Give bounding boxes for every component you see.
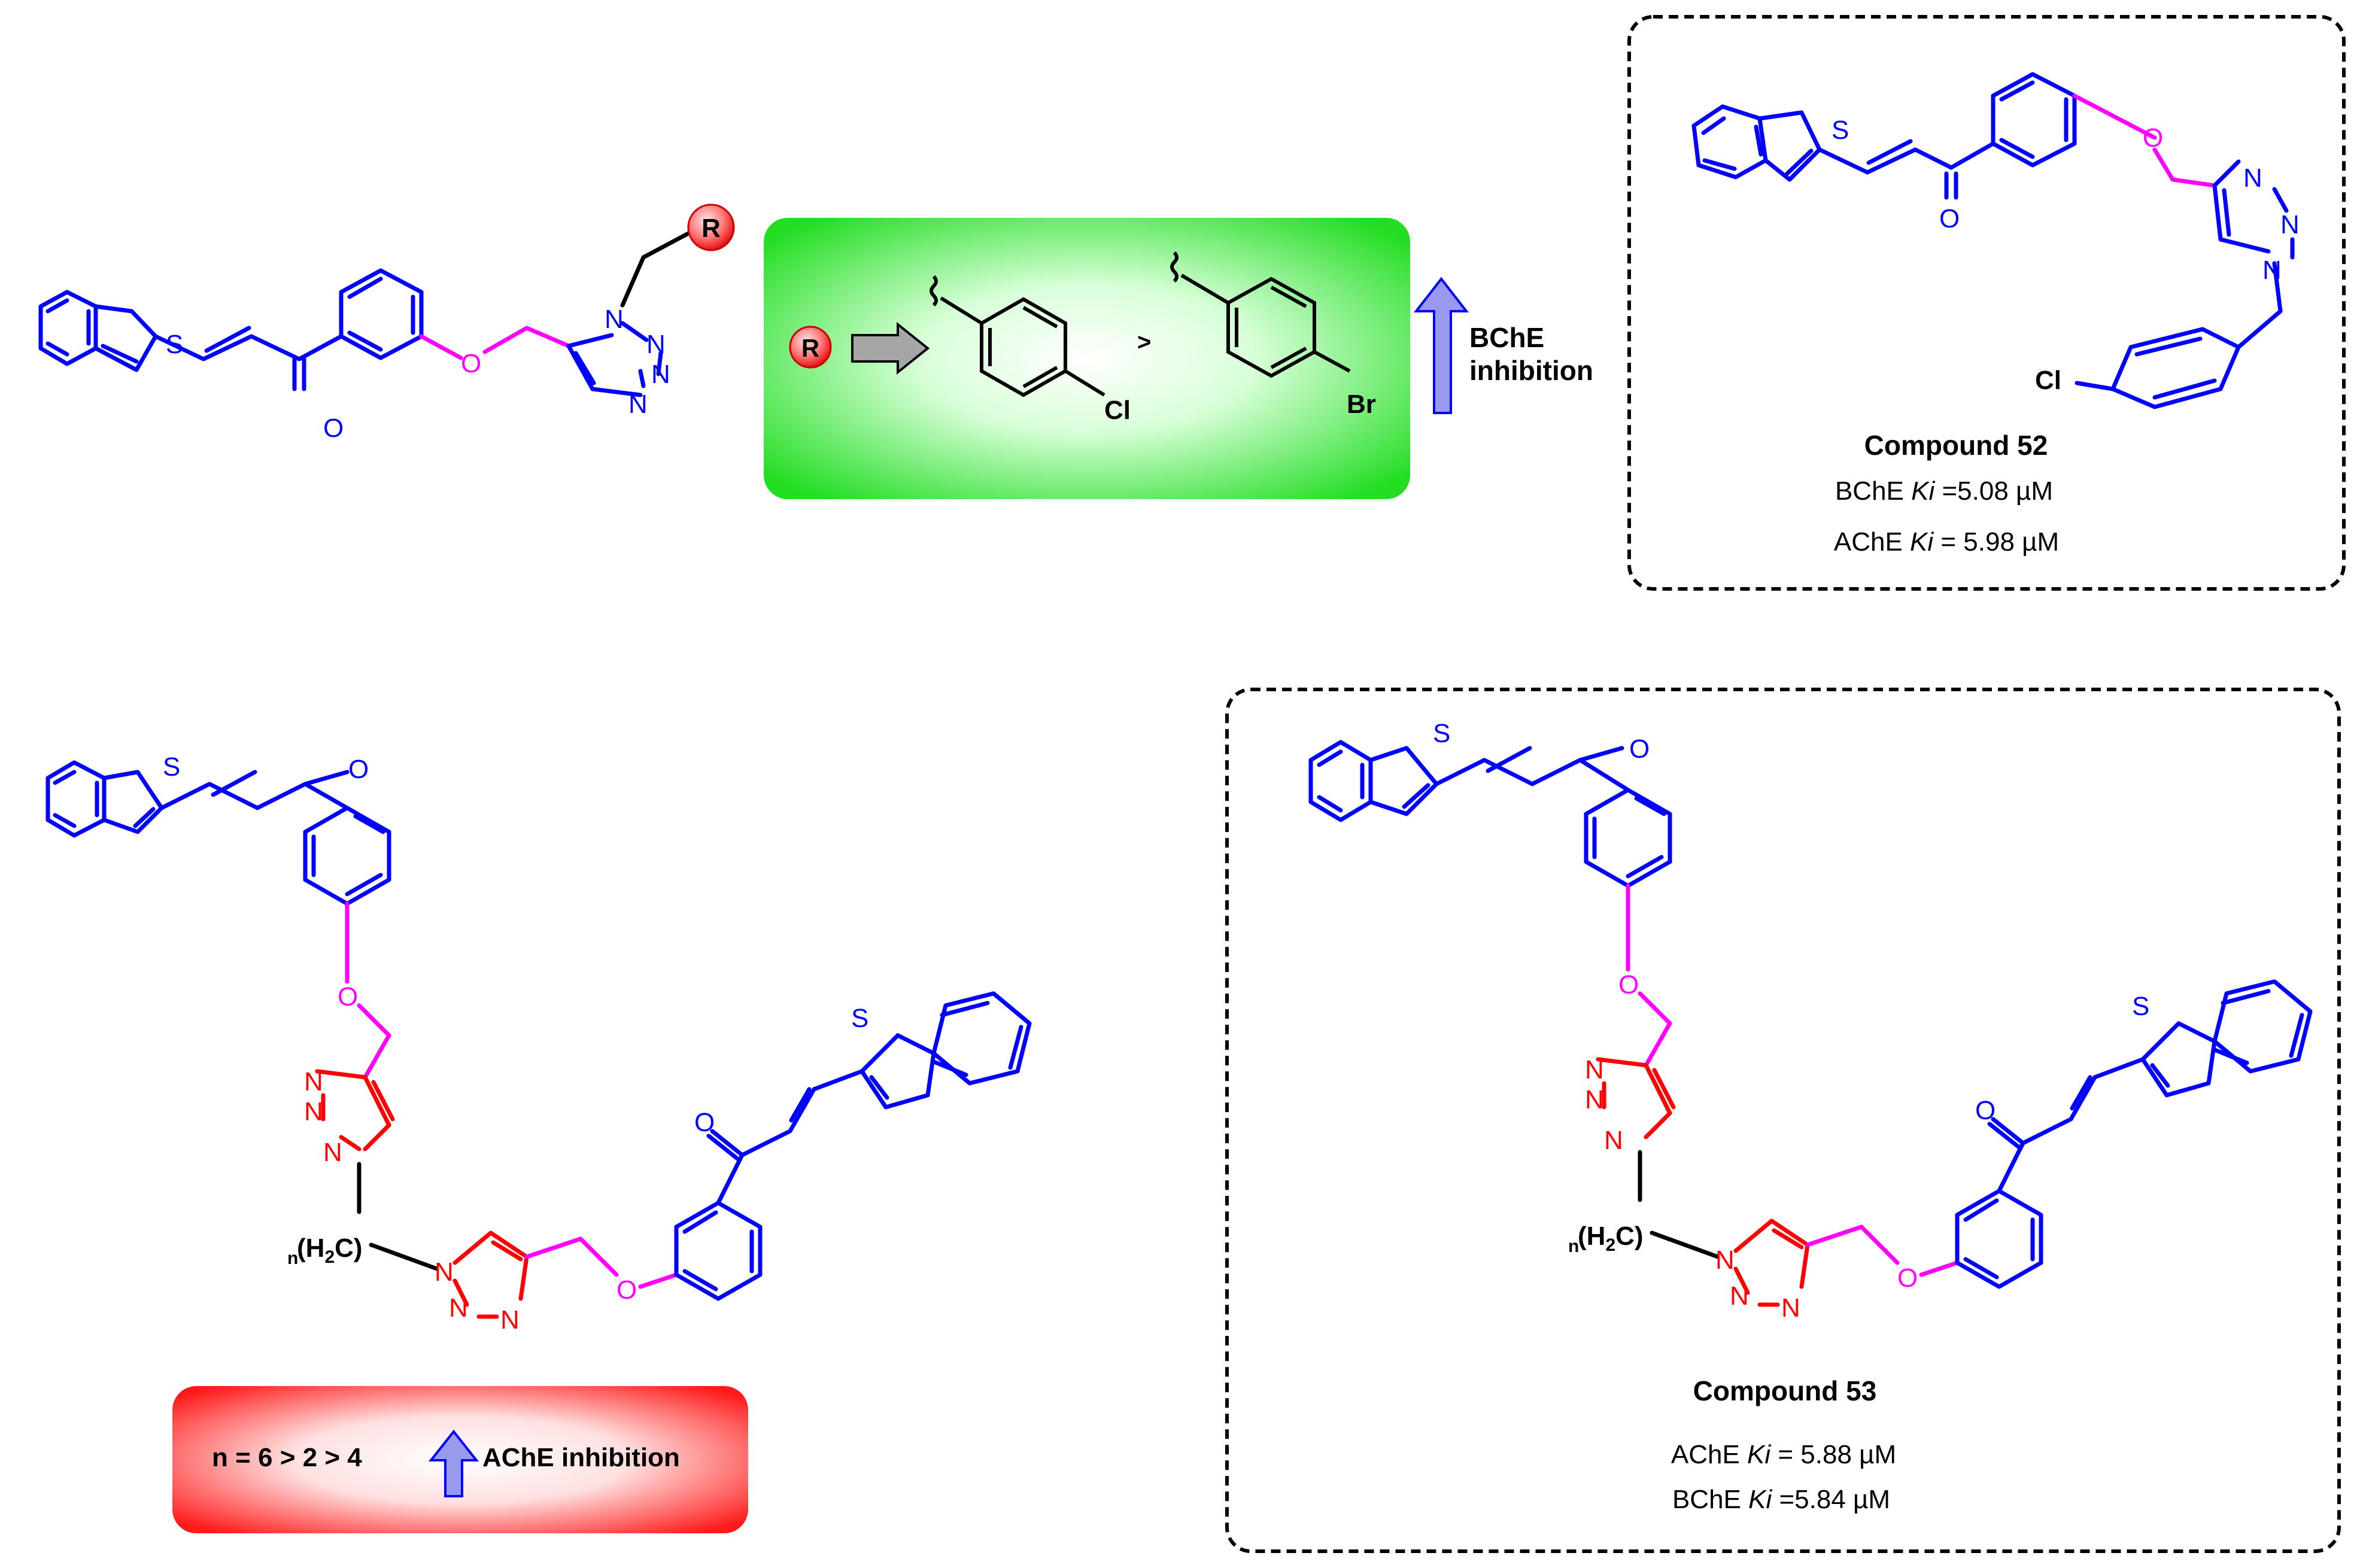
structure-top-left — [38, 231, 691, 397]
atom-n: N — [1585, 1085, 1604, 1114]
n-order-label: n = 6 > 2 > 4 — [212, 1443, 362, 1472]
sar-box-red: n = 6 > 2 > 4 AChE inhibition — [172, 1386, 748, 1533]
atom-n: N — [2262, 256, 2282, 285]
atom-o: O — [461, 349, 481, 378]
atom-n: N — [304, 1097, 323, 1126]
atom-labels-bottom-left: S O O N N N N N N O O S n (H2C) — [163, 752, 868, 1335]
atom-labels-compound-52: S O O N N N — [1832, 116, 2300, 285]
r-group-ball: R — [687, 203, 735, 251]
atom-o: O — [1618, 970, 1639, 999]
chlorophenyl — [930, 275, 1105, 397]
arrow-right-icon — [851, 321, 930, 375]
compound-53-title: Compound 53 — [1693, 1375, 1877, 1406]
atom-s: S — [1433, 719, 1450, 748]
atom-labels-compound-53: S O O N N N N N N O O S n (H2C) — [1433, 719, 2149, 1323]
arrow-up-icon — [428, 1429, 479, 1497]
compound-53-ache: AChE Ki = 5.88 µM — [1671, 1440, 1896, 1469]
atom-s: S — [166, 330, 183, 359]
compound-52-box: S O O N N N Cl Compound 52 BChE Ki =5.08… — [1627, 15, 2346, 591]
atom-o: O — [1939, 204, 1960, 233]
atom-n: N — [323, 1138, 342, 1167]
compound-52-bche: BChE Ki =5.08 µM — [1835, 476, 2053, 506]
atom-n: N — [1715, 1245, 1735, 1275]
atom-s: S — [851, 1004, 868, 1033]
greater-than: > — [1137, 329, 1151, 355]
atom-n: N — [500, 1305, 520, 1335]
r-label: R — [801, 334, 819, 362]
atom-n: N — [449, 1293, 468, 1323]
ch2-chain: (H2C) — [1578, 1221, 1644, 1255]
atom-o: O — [694, 1108, 715, 1137]
bche-label-line2: inhibition — [1469, 355, 1593, 386]
atom-n: N — [2280, 210, 2300, 239]
atom-n: N — [1781, 1293, 1800, 1323]
atom-o: O — [616, 1275, 637, 1305]
atom-o: O — [2143, 123, 2163, 153]
atom-n: N — [605, 305, 624, 334]
atom-o: O — [1897, 1263, 1918, 1293]
n-subscript: n — [1568, 1236, 1579, 1256]
atom-n: N — [435, 1257, 454, 1287]
atom-o: O — [1975, 1096, 1996, 1125]
atom-br: Br — [1347, 390, 1376, 419]
atom-n: N — [628, 390, 648, 419]
atom-n: N — [1730, 1281, 1749, 1311]
compound-52-title: Compound 52 — [1864, 430, 2048, 461]
atom-o: O — [323, 414, 344, 443]
structure-bottom-left — [45, 760, 1032, 1319]
ache-inhibition-label: AChE inhibition — [482, 1443, 680, 1472]
atom-o: O — [1629, 734, 1650, 764]
bche-label-line1: BChE — [1469, 322, 1544, 353]
atom-n: N — [1585, 1055, 1604, 1084]
compound-52-ache: AChE Ki = 5.98 µM — [1834, 527, 2059, 557]
atom-s: S — [1832, 116, 1849, 145]
n-subscript: n — [287, 1248, 298, 1268]
sar-box-green: R Cl > Br — [764, 218, 1410, 499]
compound-53-box: S O O N N N N N N O O S n (H2C) Compound… — [1225, 688, 2341, 1553]
atom-n: N — [304, 1067, 323, 1096]
structure-compound-53 — [1308, 740, 2313, 1307]
atom-s: S — [2132, 992, 2149, 1021]
atom-n: N — [646, 330, 666, 359]
atom-cl: Cl — [2035, 366, 2061, 395]
compound-53-bche: BChE Ki =5.84 µM — [1672, 1485, 1890, 1514]
atom-o: O — [338, 982, 358, 1011]
atom-o: O — [348, 755, 369, 784]
r-label: R — [701, 214, 721, 243]
bromophenyl — [1170, 251, 1351, 378]
ch2-chain: (H2C) — [297, 1233, 363, 1267]
atom-labels-top-left: S O O N N N N — [166, 305, 670, 443]
atom-n: N — [2243, 163, 2262, 193]
r-group-ball — [789, 326, 832, 369]
atom-cl: Cl — [1104, 396, 1131, 425]
structure-compound-52 — [1691, 72, 2295, 409]
atom-n: N — [1604, 1126, 1623, 1155]
atom-s: S — [163, 752, 180, 782]
arrow-up-icon — [1413, 276, 1469, 414]
atom-n: N — [651, 360, 670, 389]
